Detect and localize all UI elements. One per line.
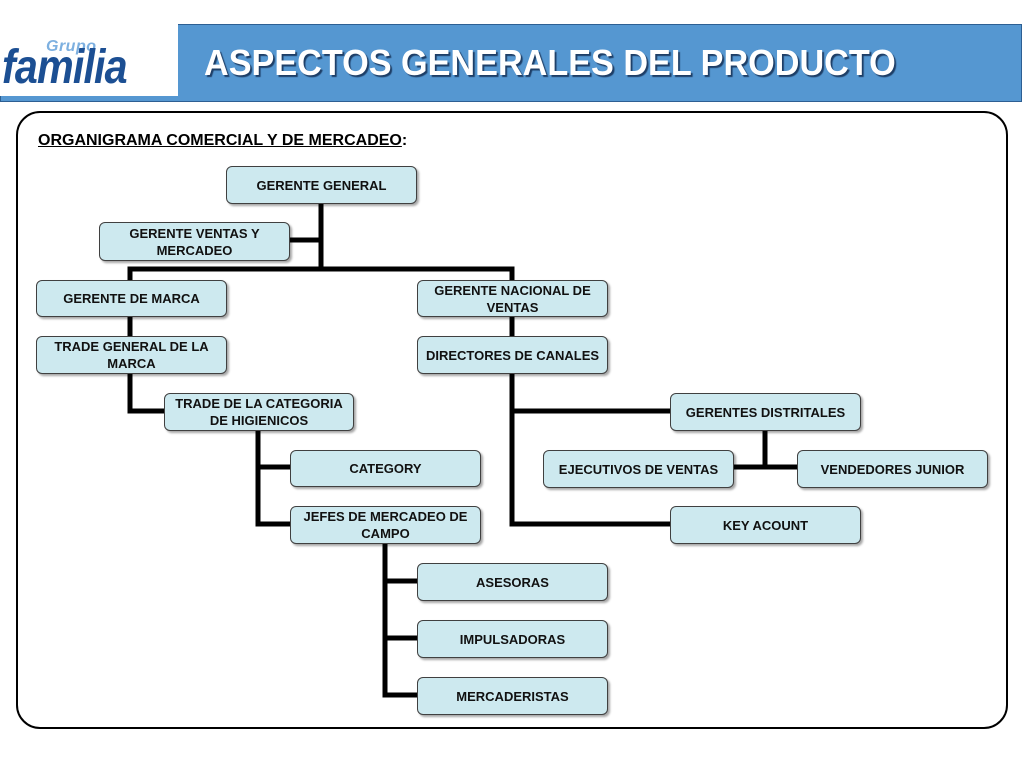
node-gerente-general: GERENTE GENERAL bbox=[226, 166, 417, 204]
node-gerente-ventas-mercadeo: GERENTE VENTAS Y MERCADEO bbox=[99, 222, 290, 261]
node-gerentes-distritales: GERENTES DISTRITALES bbox=[670, 393, 861, 431]
node-asesoras: ASESORAS bbox=[417, 563, 608, 601]
diagram-subtitle-colon: : bbox=[401, 132, 408, 149]
node-impulsadoras: IMPULSADORAS bbox=[417, 620, 608, 658]
diagram-subtitle-text: ORGANIGRAMA COMERCIAL Y DE MERCADEO bbox=[38, 132, 402, 149]
node-category: CATEGORY bbox=[290, 450, 481, 487]
node-trade-categoria-higienicos: TRADE DE LA CATEGORIA DE HIGIENICOS bbox=[164, 393, 354, 431]
node-trade-general-marca: TRADE GENERAL DE LA MARCA bbox=[36, 336, 227, 374]
node-vendedores-junior: VENDEDORES JUNIOR bbox=[797, 450, 988, 488]
node-jefes-mercadeo-campo: JEFES DE MERCADEO DE CAMPO bbox=[290, 506, 481, 544]
node-mercaderistas: MERCADERISTAS bbox=[417, 677, 608, 715]
page-title: ASPECTOS GENERALES DEL PRODUCTO bbox=[204, 42, 896, 83]
diagram-subtitle: ORGANIGRAMA COMERCIAL Y DE MERCADEO: bbox=[38, 132, 407, 150]
node-key-acount: KEY ACOUNT bbox=[670, 506, 861, 544]
logo-grupo-text: Grupo bbox=[46, 38, 97, 55]
logo: Grupo familia bbox=[0, 16, 178, 96]
node-directores-canales: DIRECTORES DE CANALES bbox=[417, 336, 608, 374]
node-gerente-nacional-ventas: GERENTE NACIONAL DE VENTAS bbox=[417, 280, 608, 317]
logo-familia-text: familia bbox=[2, 41, 128, 94]
node-ejecutivos-ventas: EJECUTIVOS DE VENTAS bbox=[543, 450, 734, 488]
node-gerente-marca: GERENTE DE MARCA bbox=[36, 280, 227, 317]
